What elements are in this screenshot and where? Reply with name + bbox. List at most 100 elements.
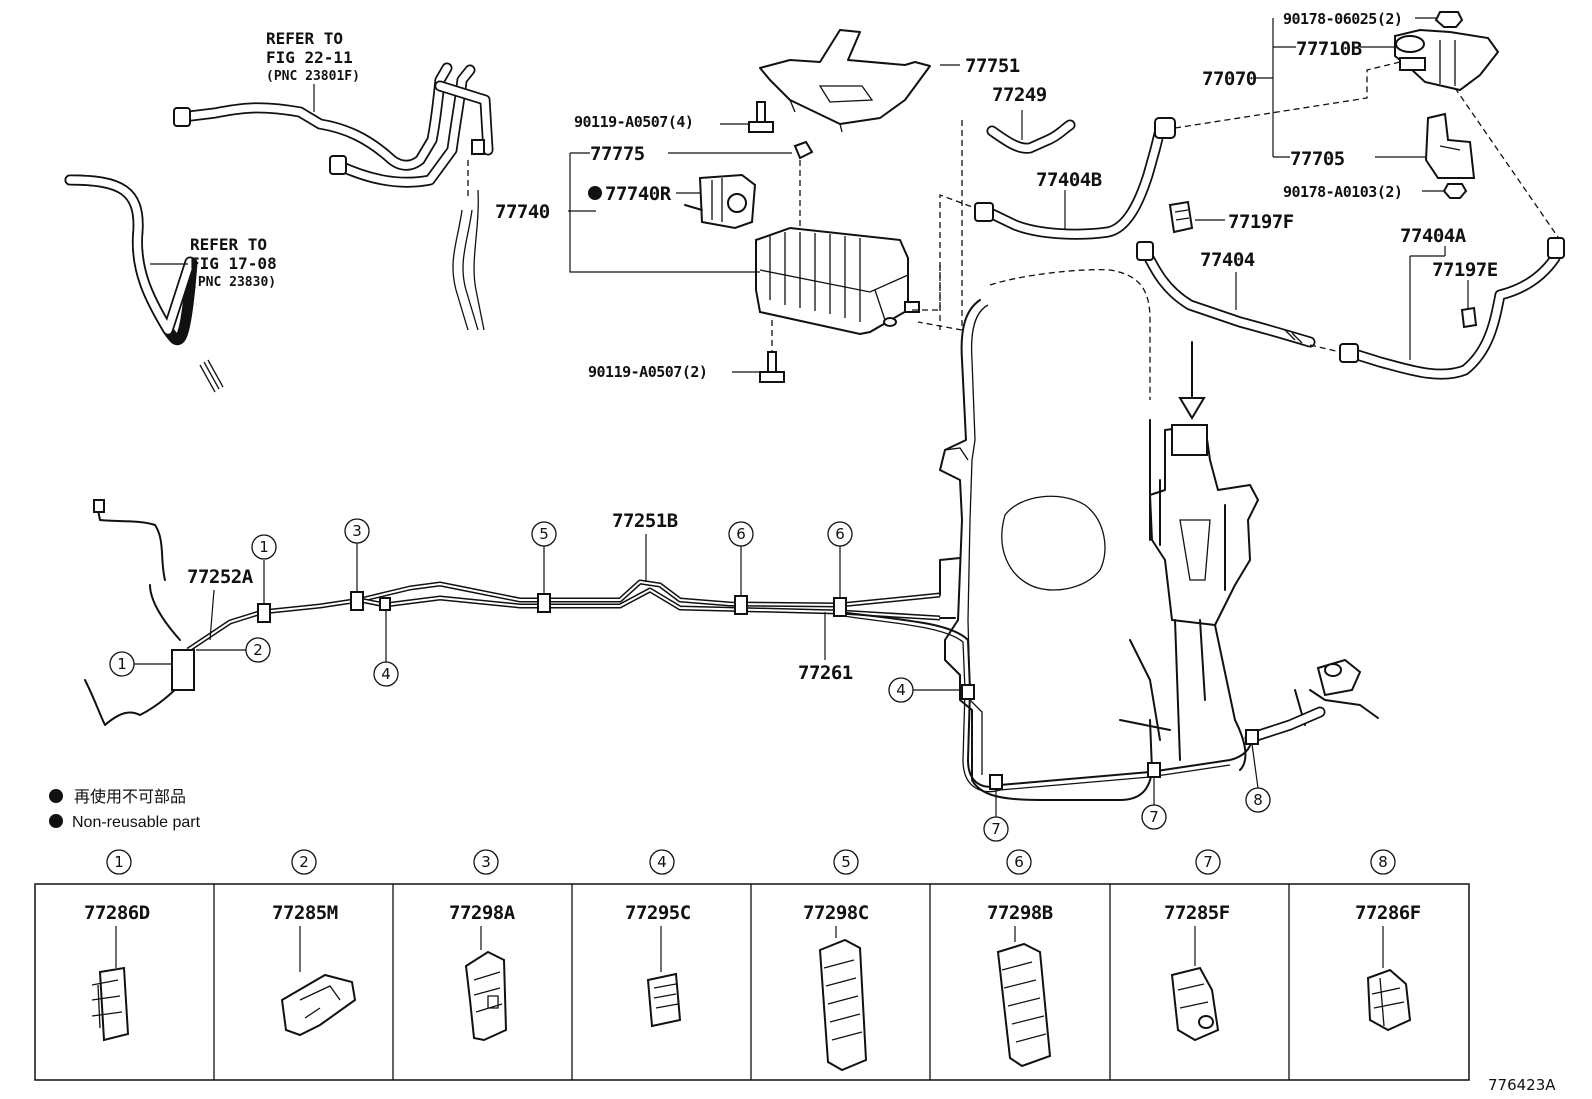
canister-77740 [755,226,920,336]
label-77710B: 77710B [1296,38,1362,60]
clip-table-headers: 1 2 3 4 5 6 7 8 [106,849,1396,875]
svg-text:1: 1 [117,655,127,673]
svg-text:2: 2 [299,853,309,871]
callout-4-right: 4 [888,677,962,703]
bracket-77404A [1409,246,1446,360]
svg-text:6: 6 [835,525,845,543]
clip-77197F [1168,200,1194,234]
svg-text:4: 4 [657,853,667,871]
callout-3: 3 [344,518,370,592]
svg-text:4: 4 [381,665,391,683]
legend-jp: 再使用不可部品 [74,788,186,806]
label-77740: 77740 [495,201,550,223]
table-col-8: 8 [1370,849,1396,875]
clip-table-parts: 77286D 77285M 77298A 77295C 77298C 77298… [84,902,1421,924]
table-part-77298A: 77298A [449,902,516,924]
callout-7-right: 7 [1141,777,1167,830]
callout-1-lower: 1 [109,651,172,677]
svg-text:7: 7 [1149,808,1159,826]
label-90178-a0103-2: 90178-A0103(2) [1283,183,1402,201]
table-col-7: 7 [1195,849,1221,875]
svg-text:6: 6 [736,525,746,543]
label-90178-06025-2: 90178-06025(2) [1283,10,1402,28]
callout-6-right: 6 [827,521,853,598]
bracket-77070 [1253,18,1296,158]
label-77775: 77775 [590,143,645,165]
svg-text:2: 2 [253,641,263,659]
fuel-line-77261 [839,611,1253,793]
label-77070: 77070 [1202,68,1257,90]
callout-5: 5 [531,521,557,594]
callout-1-upper: 1 [251,534,277,604]
label-77251B: 77251B [612,510,678,532]
callout-8: 8 [1245,743,1271,813]
hose-77404B [974,117,1176,240]
fuel-line-77251B [186,557,961,653]
ref-upper-line1: REFER TO [266,29,343,48]
svg-text:8: 8 [1378,853,1388,871]
table-part-77286D: 77286D [84,902,150,924]
label-77705: 77705 [1290,148,1345,170]
label-77249: 77249 [992,84,1047,106]
table-part-77286F: 77286F [1355,902,1421,924]
callout-6-left: 6 [728,521,754,596]
svg-text:7: 7 [1203,853,1213,871]
ref-lower-line3: (PNC 23830) [190,275,276,290]
callout-4-left: 4 [373,610,399,687]
svg-text:1: 1 [114,853,124,871]
upper-ref-note: REFER TO FIG 22-11 (PNC 23801F) [266,29,360,112]
svg-text:3: 3 [352,522,362,540]
svg-text:5: 5 [841,853,851,871]
label-77197F: 77197F [1228,211,1294,233]
table-col-5: 5 [833,849,859,875]
callout-7-left: 7 [983,789,1009,842]
nut-90178-06025 [1434,11,1464,28]
bracket-77740 [569,153,760,273]
lower-ref-note: REFER TO FIG 17-08 (PNC 23830) [150,235,277,290]
hose-77404 [1136,241,1316,348]
ref-upper-line3: (PNC 23801F) [266,69,360,84]
clip-77197E [1460,306,1478,329]
front-line-ends [84,499,195,726]
nut-90178-a0103 [1442,183,1468,199]
non-reusable-marker-77740R [588,186,602,200]
clip-77775 [793,140,814,230]
hose-77404A [1339,237,1565,380]
ref-lower-line1: REFER TO [190,235,267,254]
lower-ref-hose [64,174,224,393]
line-clamps [257,591,1259,790]
label-90119-a0507-4: 90119-A0507(4) [574,113,693,131]
svg-text:3: 3 [481,853,491,871]
figure-id: 776423A [1488,1076,1556,1094]
svg-text:6: 6 [1014,853,1024,871]
label-77404B: 77404B [1036,169,1102,191]
table-part-77285F: 77285F [1164,902,1230,924]
legend: 再使用不可部品 Non-reusable part [49,788,201,831]
svg-text:5: 5 [539,525,549,543]
table-part-77295C: 77295C [625,902,691,924]
svg-text:8: 8 [1253,791,1263,809]
label-77404: 77404 [1200,249,1255,271]
legend-bullet-jp [49,789,63,803]
legend-bullet-en [49,814,63,828]
label-90119-a0507-2: 90119-A0507(2) [588,363,707,381]
table-col-1: 1 [106,849,132,875]
svg-text:7: 7 [991,820,1001,838]
table-col-4: 4 [649,849,675,875]
legend-en: Non-reusable part [72,814,201,831]
clip-illustrations [91,926,1412,1072]
table-col-3: 3 [473,849,499,875]
label-77740R: 77740R [605,183,672,205]
label-77261: 77261 [798,662,853,684]
table-part-77285M: 77285M [272,902,338,924]
svg-text:4: 4 [896,681,906,699]
table-col-6: 6 [1006,849,1032,875]
svg-text:1: 1 [259,538,269,556]
ref-upper-line2: FIG 22-11 [266,48,353,67]
evap-valve-lower-right [1244,658,1379,744]
hose-77249 [986,119,1076,154]
vsv-77710B [1394,28,1500,92]
clip-table [34,883,1470,1081]
bolt-90119-2 [759,320,785,383]
